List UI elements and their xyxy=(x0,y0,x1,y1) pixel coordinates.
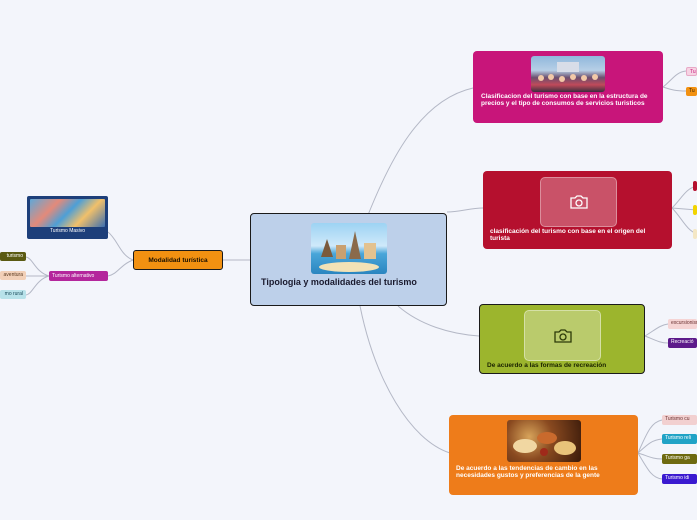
branch-tendencias-title: De acuerdo a las tendencias de cambio en… xyxy=(456,465,600,480)
link-tendencias-1 xyxy=(637,419,663,454)
link-recreacion-2 xyxy=(644,335,669,344)
food-photo xyxy=(507,420,581,462)
precios-child-1[interactable]: Tu xyxy=(686,67,697,76)
origen-child-1[interactable] xyxy=(693,181,697,191)
link-precios xyxy=(367,87,474,216)
link-recreacion-1 xyxy=(644,323,669,337)
image-placeholder xyxy=(524,310,601,361)
origen-child-3[interactable] xyxy=(693,229,697,239)
recreacion-child-1[interactable]: excursionism xyxy=(668,319,697,329)
link-recreacion xyxy=(397,305,480,337)
masivo-node[interactable]: Turismo Masivo xyxy=(27,196,108,239)
origen-child-2[interactable] xyxy=(693,205,697,215)
central-travel-image xyxy=(311,223,387,274)
link-masivo xyxy=(107,231,134,261)
beach-crowd-photo xyxy=(30,199,105,227)
people-icon xyxy=(538,62,598,82)
branch-precios[interactable]: Clasificacion del turismo con base en la… xyxy=(473,51,663,123)
link-origen-2 xyxy=(671,207,697,211)
link-alternativo xyxy=(107,259,134,277)
alternativo-node[interactable]: Turismo alternativo xyxy=(49,271,108,281)
link-alt-1 xyxy=(25,256,50,277)
link-alt-3 xyxy=(25,275,50,296)
tendencias-child-2[interactable]: Turismo reli xyxy=(662,434,697,444)
link-origen xyxy=(446,207,484,213)
masivo-label: Turismo Masivo xyxy=(49,228,86,234)
link-tendencias-2 xyxy=(637,438,663,454)
alt-child-3[interactable]: mo rural xyxy=(0,290,26,299)
link-precios-2 xyxy=(662,86,687,92)
link-tendencias xyxy=(359,305,451,454)
branch-tendencias[interactable]: De acuerdo a las tendencias de cambio en… xyxy=(449,415,638,495)
branch-origen-title: clasificación del turismo con base en el… xyxy=(490,228,646,243)
branch-recreacion[interactable]: De acuerdo a las formas de recreación xyxy=(479,304,645,374)
dishes-icon xyxy=(513,432,576,456)
alt-child-1[interactable]: turismo xyxy=(0,252,26,261)
link-tendencias-3 xyxy=(637,452,663,460)
branch-recreacion-title: De acuerdo a las formas de recreación xyxy=(487,362,607,369)
landmarks-icon xyxy=(319,231,379,272)
precios-child-2[interactable]: Tu xyxy=(686,87,697,96)
branch-modalidad-title: Modalidad turística xyxy=(148,257,208,264)
crowd-photo xyxy=(531,56,605,92)
tendencias-child-4[interactable]: Turismo idi xyxy=(662,474,697,484)
link-precios-1 xyxy=(662,70,687,88)
camera-icon xyxy=(553,328,572,343)
branch-precios-title: Clasificacion del turismo con base en la… xyxy=(481,93,648,108)
link-tendencias-4 xyxy=(637,452,663,480)
camera-icon xyxy=(569,195,588,209)
image-placeholder xyxy=(540,177,617,227)
branch-modalidad[interactable]: Modalidad turística xyxy=(133,250,223,270)
central-title: Tipologia y modalidades del turismo xyxy=(261,277,417,287)
alt-child-2[interactable]: aventura xyxy=(0,271,26,280)
tendencias-child-3[interactable]: Turismo ga xyxy=(662,454,697,464)
branch-origen[interactable]: clasificación del turismo con base en el… xyxy=(483,171,672,249)
tendencias-child-1[interactable]: Turismo cu xyxy=(662,415,697,425)
recreacion-child-2[interactable]: Recreació xyxy=(668,338,697,348)
central-topic[interactable]: Tipologia y modalidades del turismo xyxy=(250,213,447,306)
